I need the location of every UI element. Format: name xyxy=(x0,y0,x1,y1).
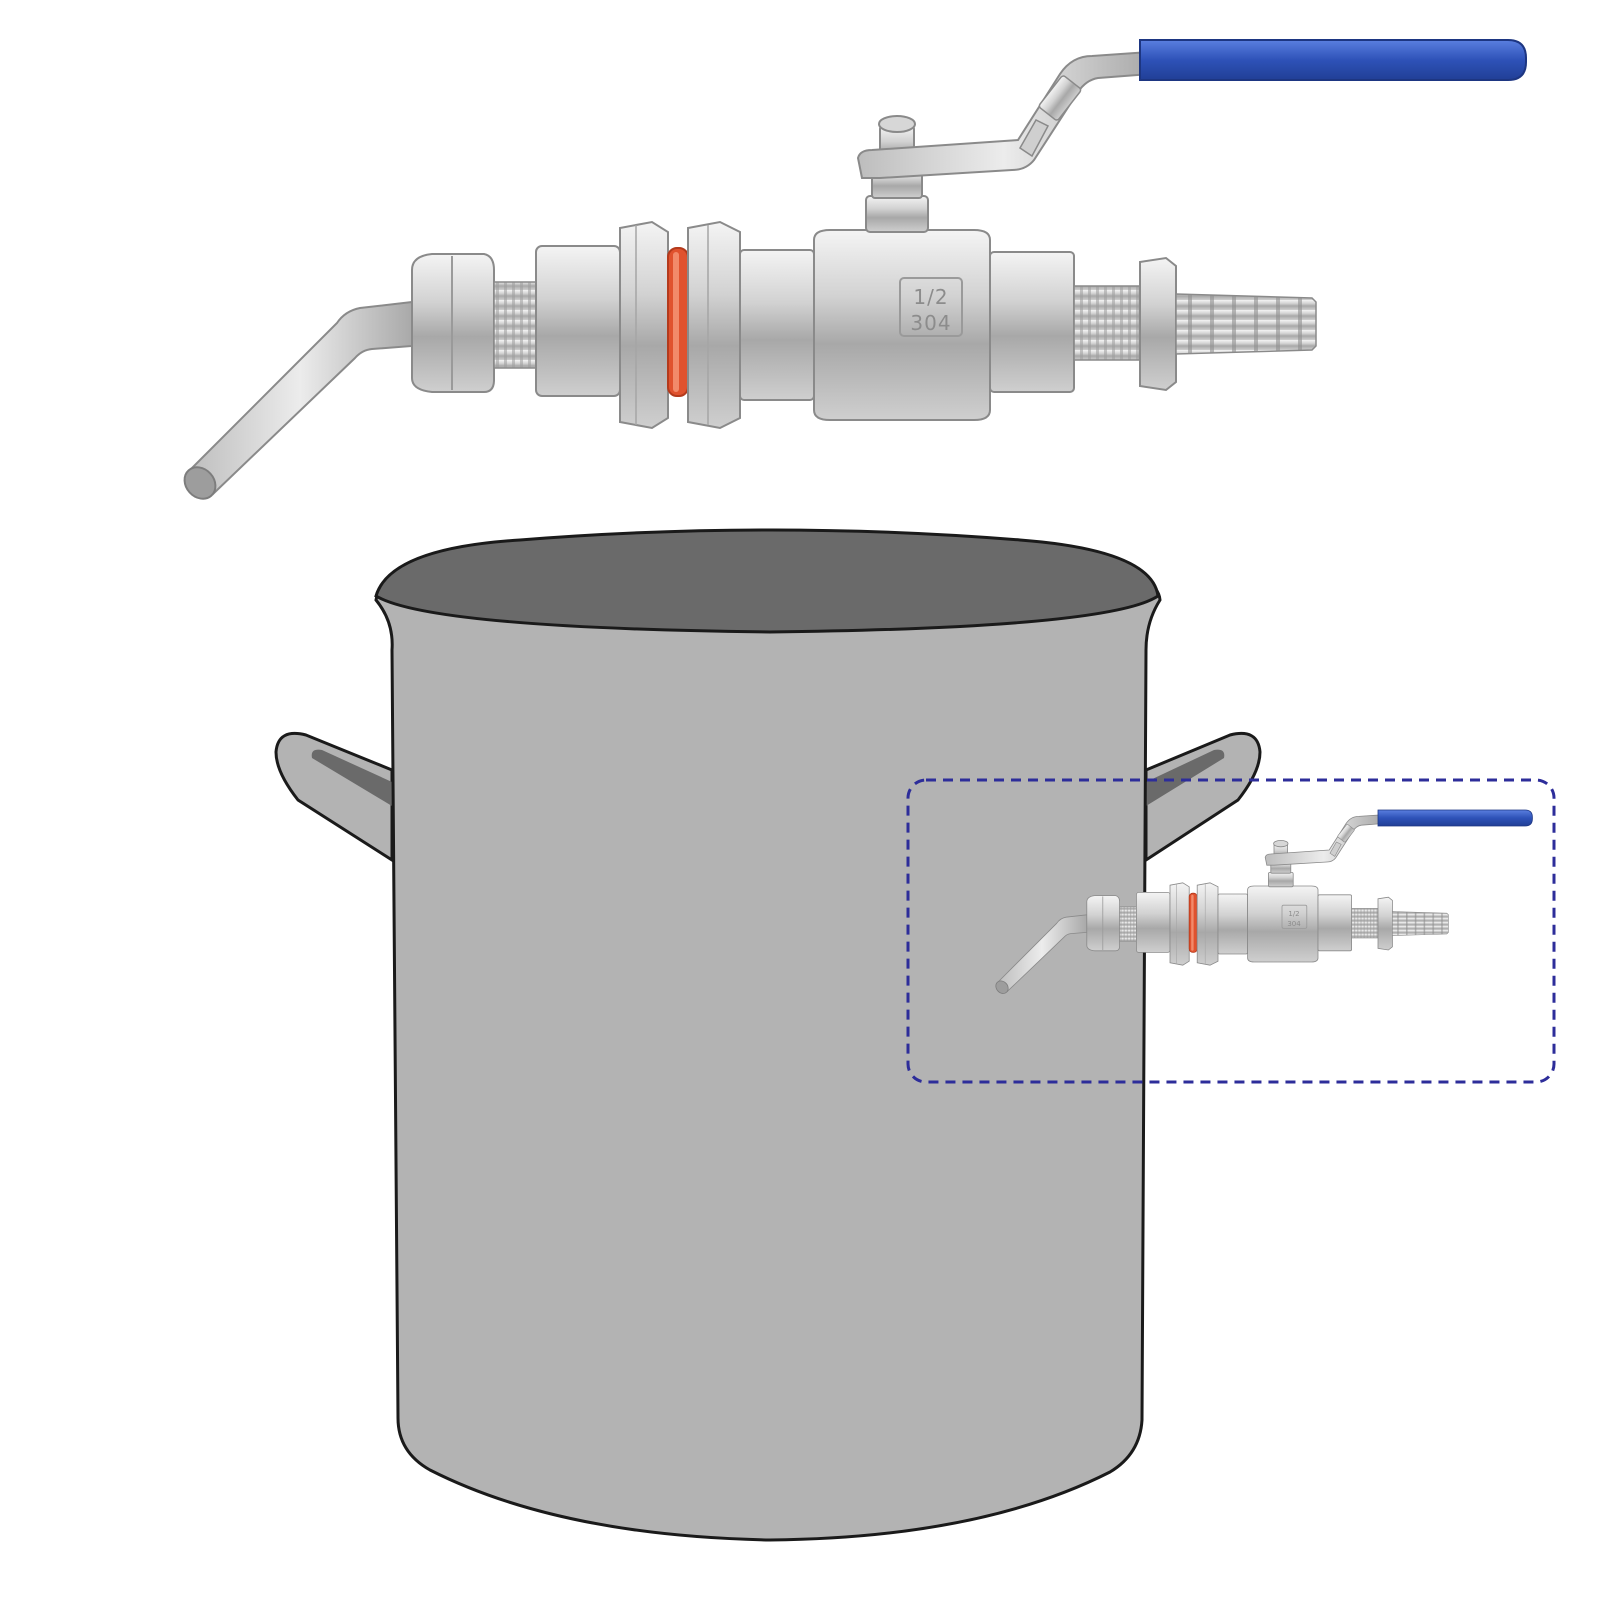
pot-opening xyxy=(374,528,1160,634)
small-valve-size-marking: 1/2 xyxy=(1288,910,1299,918)
pot-right-handle-icon xyxy=(1144,731,1262,863)
pot-left-handle-icon xyxy=(274,731,394,863)
small-valve-material-marking: 304 xyxy=(1287,920,1301,928)
valve-size-marking: 1/2 xyxy=(913,285,948,309)
dashed-callout-box: 1/2 304 xyxy=(906,778,1556,1084)
kettle-pot-icon xyxy=(274,528,1262,1542)
valve-material-marking: 304 xyxy=(910,311,951,335)
ball-valve-icon: 1/2 304 xyxy=(177,39,1528,507)
